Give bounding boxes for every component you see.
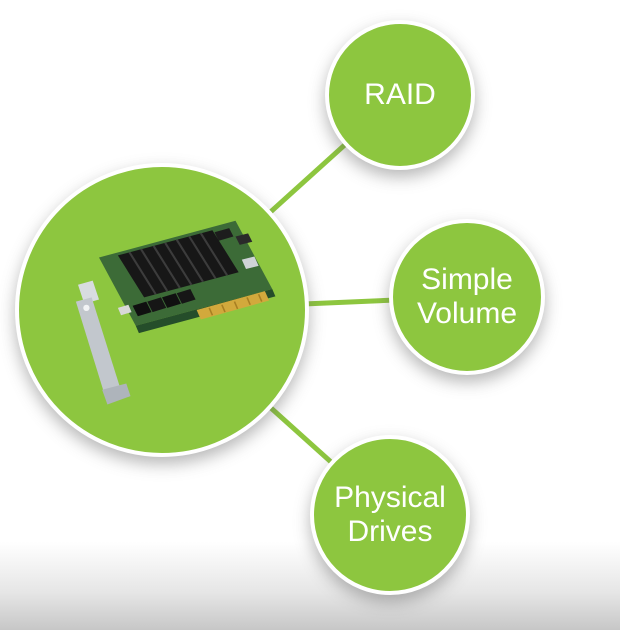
node-physical-drives-label-line1: Physical <box>334 480 446 514</box>
raid-controller-card-image <box>75 220 276 405</box>
gold-edge-connector <box>196 291 270 320</box>
bracket-screw-hole <box>83 304 90 312</box>
top-connector <box>235 233 253 245</box>
component-chip <box>241 256 259 270</box>
sas-port <box>147 297 167 313</box>
node-raid: RAID <box>325 20 475 170</box>
bracket-foot <box>102 383 131 405</box>
node-raid-label: RAID <box>364 77 436 111</box>
bracket-tab <box>78 280 99 304</box>
top-connector <box>214 228 234 241</box>
sas-port <box>176 289 196 304</box>
node-simple-volume-label-line1: Simple <box>421 262 513 296</box>
node-physical-drives: Physical Drives <box>310 435 470 595</box>
sas-port <box>162 293 181 308</box>
component-sticker <box>117 304 132 316</box>
node-simple-volume-label-line2: Volume <box>416 297 518 330</box>
node-simple-volume: Simple Volume <box>389 219 545 375</box>
sas-port <box>132 301 152 317</box>
node-physical-drives-label-line2: Drives <box>347 515 433 548</box>
bracket-strip <box>75 297 123 401</box>
hub-circle <box>15 163 309 457</box>
